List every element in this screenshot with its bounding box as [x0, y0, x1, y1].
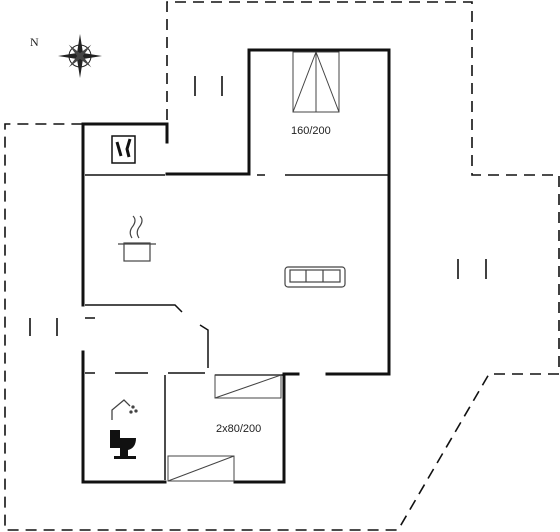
loft-bed-label: 160/200: [291, 125, 331, 137]
double-bed-icon: [292, 51, 340, 113]
roof-outline: [4, 1, 560, 531]
cooking-pot-icon: [118, 215, 156, 262]
shower-icon: [111, 399, 138, 420]
toilet-icon: [110, 430, 136, 459]
interior-walls: [85, 174, 388, 480]
compass-rose-icon: [58, 34, 102, 78]
sofa-icon: [284, 266, 346, 288]
twin-bed-icon: [167, 374, 282, 482]
twin-bed-label: 2x80/200: [216, 423, 261, 435]
north-label: N: [30, 35, 39, 49]
tools-icon: [111, 135, 136, 164]
window-marks: [29, 76, 487, 336]
walls: [81, 48, 391, 484]
